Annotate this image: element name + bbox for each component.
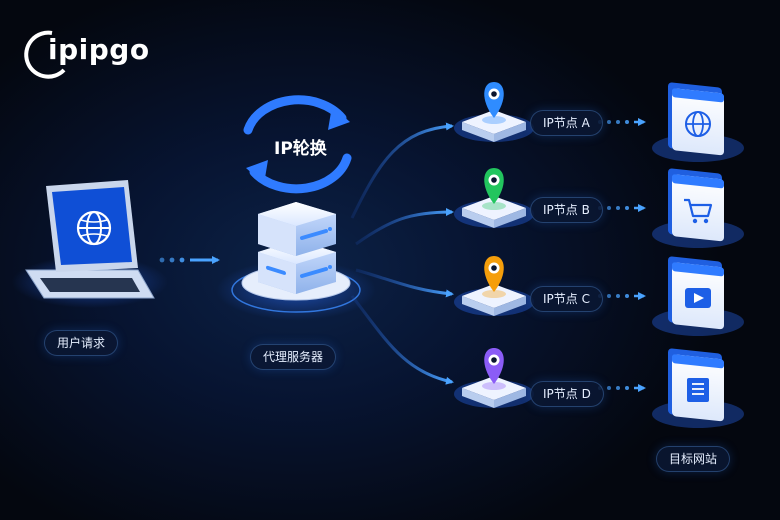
node-label-d: IP节点 D xyxy=(530,381,604,407)
globe-icon xyxy=(685,111,711,137)
target-site-c xyxy=(652,256,744,336)
location-pin-icon xyxy=(484,82,504,118)
user-request-label: 用户请求 xyxy=(44,330,119,356)
target-site-b xyxy=(652,168,744,248)
target-site-d xyxy=(652,348,744,428)
location-pin-icon xyxy=(484,348,504,384)
node-label-c: IP节点 C xyxy=(530,286,603,312)
play-video-icon xyxy=(685,288,711,308)
target-sites-label: 目标网站 xyxy=(656,446,731,472)
node-arrow-c xyxy=(598,292,646,300)
node-label-b: IP节点 B xyxy=(530,197,603,223)
ip-node-b xyxy=(454,168,534,228)
ip-node-a xyxy=(454,82,534,142)
rotation-arrows-icon xyxy=(243,95,352,194)
distribution-arrows xyxy=(350,122,454,385)
node-arrow-d xyxy=(598,384,646,392)
request-arrow xyxy=(159,256,220,264)
node-arrow-b xyxy=(598,204,646,212)
ipipgo-logo-icon xyxy=(24,30,66,79)
target-website-cards xyxy=(652,82,744,428)
ip-node-d xyxy=(454,348,534,408)
location-pin-icon xyxy=(484,256,504,292)
target-site-a xyxy=(652,82,744,162)
document-icon xyxy=(687,378,709,402)
rotation-label: IP轮换 xyxy=(274,139,327,159)
node-label-a: IP节点 A xyxy=(530,110,603,136)
laptop xyxy=(12,180,168,308)
ip-node-c xyxy=(454,256,534,316)
node-to-target-arrows xyxy=(598,118,646,392)
location-pin-icon xyxy=(484,168,504,204)
shopping-cart-icon xyxy=(684,198,713,224)
globe-icon xyxy=(76,210,112,246)
proxy-server xyxy=(216,202,376,320)
proxy-server-label: 代理服务器 xyxy=(250,344,337,370)
node-arrow-a xyxy=(598,118,646,126)
logo-text: ipipgo xyxy=(48,33,150,66)
ip-node-platforms xyxy=(454,82,534,408)
